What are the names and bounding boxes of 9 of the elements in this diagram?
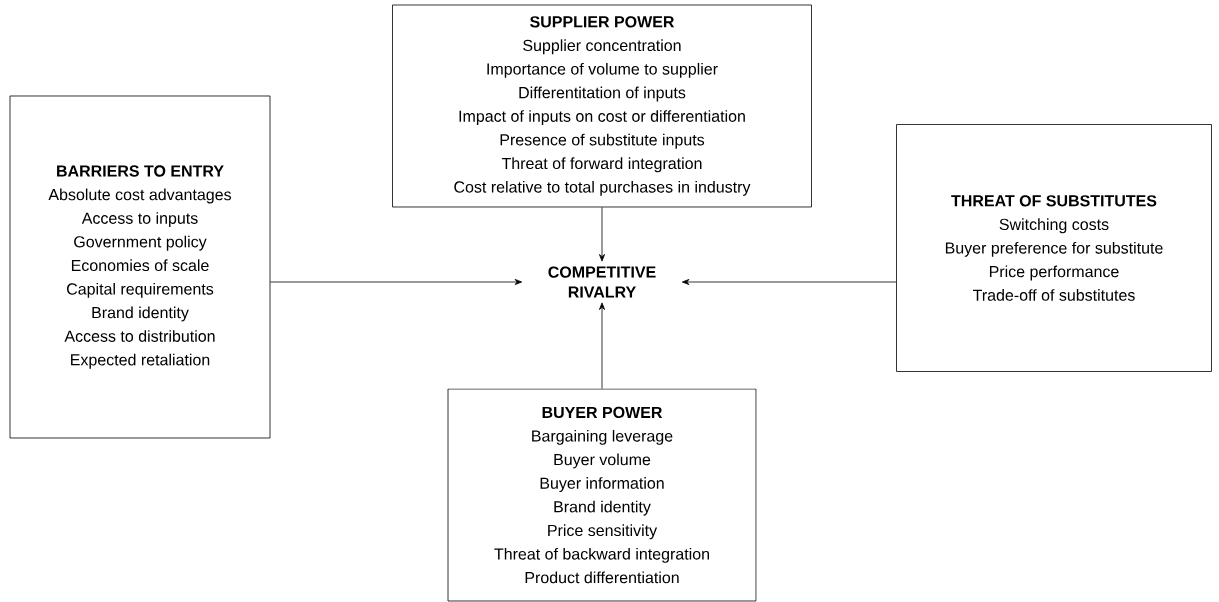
factor-box: BUYER POWER Bargaining leverage Buyer volume Buyer information Brand identity Price sensitivity Threat of backward integration Product differentiation <box>447 388 757 602</box>
arrow <box>681 279 897 285</box>
arrow <box>599 302 605 389</box>
factor-box: BARRIERS TO ENTRY Absolute cost advantages Access to inputs Government policy Economies of scale Capital requirements Brand identity Access to distribution Expected retaliation <box>9 95 271 439</box>
arrow <box>270 279 523 285</box>
label-text: COMPETITIVE RIVALRY <box>548 266 656 298</box>
factor-box: THREAT OF SUBSTITUTES Switching costs Buyer preference for substitute Price performance Trade-off of substitutes <box>896 124 1212 372</box>
arrow <box>599 207 605 262</box>
factor-box: SUPPLIER POWER Supplier concentration Importance of volume to supplier Differentitation of inputs Impact of inputs on cost or differentiation Presence of substitute inputs Threat of forward integration Cost relative to total purchases in industry <box>392 4 812 208</box>
